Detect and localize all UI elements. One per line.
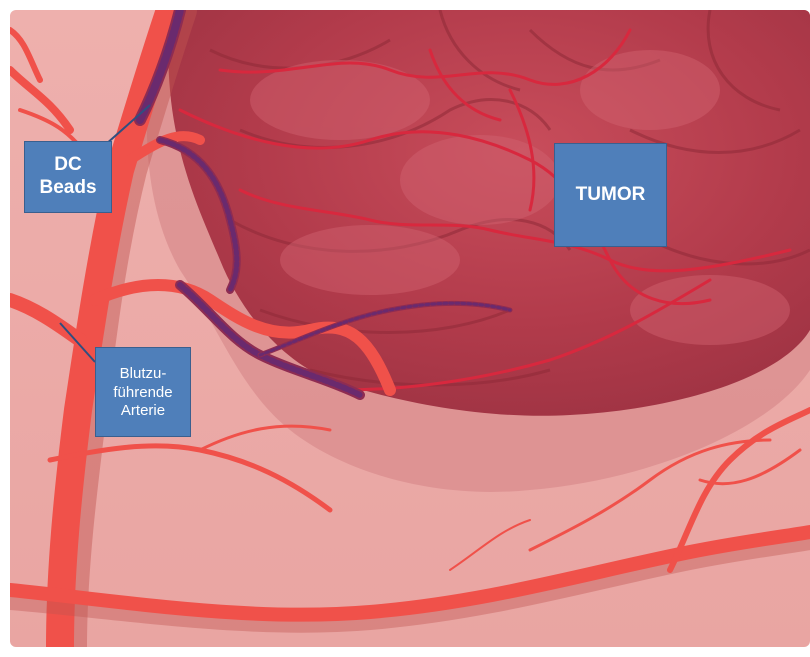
- tumor-illustration: [10, 10, 810, 647]
- artery-label-text: Blutzu- führende Arterie: [113, 365, 172, 421]
- tumor-label-text: TUMOR: [576, 184, 646, 206]
- illustration-svg: [10, 10, 810, 647]
- dc-beads-label-text: DC Beads: [39, 154, 96, 200]
- dc-beads-label: DC Beads: [24, 141, 112, 213]
- artery-label: Blutzu- führende Arterie: [95, 347, 191, 437]
- tumor-label: TUMOR: [554, 143, 667, 247]
